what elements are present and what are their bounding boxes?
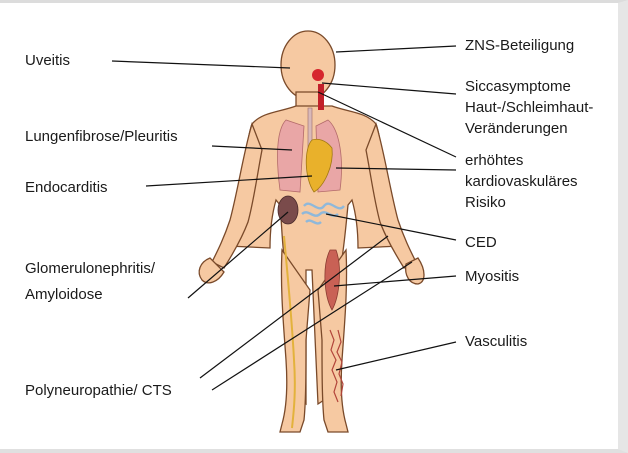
label-ced: CED	[465, 232, 497, 253]
blood-vessel-neck	[318, 84, 324, 110]
line-sicca	[322, 83, 456, 94]
label-lung: Lungenfibrose/Pleuritis	[25, 126, 178, 147]
label-risk-1: erhöhtes	[465, 150, 523, 171]
line-zns	[336, 46, 456, 52]
label-sicca-3: Veränderungen	[465, 118, 568, 139]
line-vasc	[336, 342, 456, 370]
line-uveitis	[112, 61, 290, 68]
label-vasc: Vasculitis	[465, 331, 527, 352]
label-myo: Myositis	[465, 266, 519, 287]
kidney	[278, 196, 298, 224]
label-glom-1: Glomerulonephritis/	[25, 258, 155, 279]
label-zns: ZNS-Beteiligung	[465, 35, 574, 56]
lung-left	[278, 120, 304, 192]
label-sicca-1: Siccasymptome	[465, 76, 571, 97]
label-poly: Polyneuropathie/ CTS	[25, 380, 172, 401]
human-body	[199, 31, 424, 432]
label-sicca-2: Haut-/Schleimhaut-	[465, 97, 593, 118]
gland	[312, 69, 324, 81]
head	[281, 31, 335, 99]
label-risk-2: kardiovaskuläres	[465, 171, 578, 192]
label-uveitis: Uveitis	[25, 50, 70, 71]
label-endo: Endocarditis	[25, 177, 108, 198]
label-glom-2: Amyloidose	[25, 284, 103, 305]
label-risk-3: Risiko	[465, 192, 506, 213]
line-myo	[334, 276, 456, 286]
